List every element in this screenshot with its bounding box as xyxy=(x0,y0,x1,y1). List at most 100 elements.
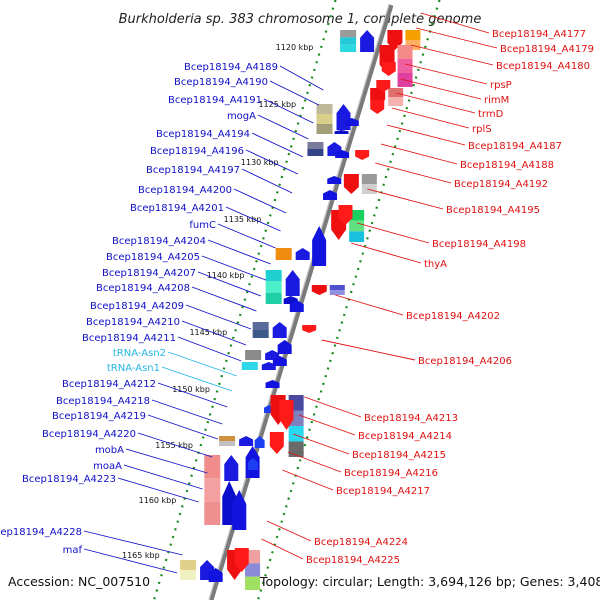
gene-label-right: Bcep18194_A4215 xyxy=(352,450,446,461)
label-connector xyxy=(257,114,309,140)
forward-gene-block xyxy=(275,248,292,260)
reverse-gene-block xyxy=(349,231,365,242)
gene-label-left: Bcep18194_A4228 xyxy=(0,527,82,538)
gene-label-left: moaA xyxy=(93,461,122,472)
label-connector xyxy=(245,149,299,175)
gene-label-right: Bcep18194_A4188 xyxy=(460,160,554,171)
kbp-tick-label: 1150 kbp xyxy=(172,385,210,394)
label-connector xyxy=(279,65,324,91)
gene-label-right: Bcep18194_A4179 xyxy=(500,44,594,55)
label-connector xyxy=(123,464,203,490)
label-connector xyxy=(405,63,488,85)
label-connector xyxy=(386,124,466,146)
gene-label-right: Bcep18194_A4198 xyxy=(432,239,526,250)
forward-gene-arrow xyxy=(334,130,349,134)
label-connector xyxy=(167,351,237,377)
trna-label: tRNA-Asn2 xyxy=(113,348,166,359)
gene-label-left: mobA xyxy=(95,445,124,456)
forward-gene-block xyxy=(340,44,357,52)
gene-label-right: rimM xyxy=(484,95,509,106)
reverse-gene-arrow xyxy=(370,100,385,114)
reverse-gene-block xyxy=(405,30,421,40)
reverse-gene-block xyxy=(405,40,421,50)
gene-label-right: Bcep18194_A4202 xyxy=(406,311,500,322)
kbp-tick-label: 1155 kbp xyxy=(155,441,193,450)
label-connector xyxy=(125,448,208,474)
label-connector xyxy=(225,206,281,232)
gene-label-right: Bcep18194_A4180 xyxy=(496,61,590,72)
forward-gene-arrow xyxy=(208,568,223,582)
forward-gene-block xyxy=(265,270,282,282)
inner-left-dots xyxy=(152,0,337,600)
reverse-gene-block xyxy=(329,285,345,290)
label-connector xyxy=(415,27,498,49)
label-connector xyxy=(321,339,416,361)
reverse-gene-arrow xyxy=(338,205,353,225)
forward-gene-block xyxy=(252,322,269,330)
gene-label-right: Bcep18194_A4192 xyxy=(454,179,548,190)
forward-gene-block xyxy=(204,478,221,502)
kbp-tick-label: 1135 kbp xyxy=(224,215,262,224)
gene-label-right: Bcep18194_A4216 xyxy=(344,468,438,479)
tick-dot-lines xyxy=(152,0,441,600)
gene-label-right: Bcep18194_A4195 xyxy=(446,205,540,216)
forward-gene-arrow xyxy=(335,150,350,158)
right-gene-labels: Bcep18194_A4177Bcep18194_A4179Bcep18194_… xyxy=(306,29,594,566)
gene-features xyxy=(180,30,421,590)
gene-label-right: Bcep18194_A4187 xyxy=(468,141,562,152)
reverse-gene-arrow xyxy=(311,285,327,295)
gene-label-left: maf xyxy=(63,545,83,556)
label-connector xyxy=(137,432,213,458)
reverse-gene-block xyxy=(397,59,413,73)
forward-gene-arrow xyxy=(285,270,300,296)
trna-label: tRNA-Asn1 xyxy=(107,363,160,374)
forward-gene-block xyxy=(340,30,357,38)
label-connector xyxy=(181,320,247,346)
forward-gene-block xyxy=(204,501,221,525)
gene-label-left: mogA xyxy=(227,111,256,122)
reverse-gene-block xyxy=(388,97,404,106)
gene-label-left: Bcep18194_A4200 xyxy=(138,185,232,196)
gene-label-left: Bcep18194_A4194 xyxy=(156,129,250,140)
left-label-connectors xyxy=(83,65,324,574)
forward-gene-block xyxy=(265,281,282,293)
forward-gene-block xyxy=(316,114,333,124)
forward-gene-arrow xyxy=(277,340,292,354)
forward-gene-block xyxy=(307,149,324,156)
forward-gene-block xyxy=(316,104,333,114)
outer-right-dots xyxy=(256,0,441,600)
forward-gene-block xyxy=(307,142,324,149)
right-label-connectors xyxy=(261,12,498,560)
forward-gene-block xyxy=(241,362,258,370)
label-connector xyxy=(287,451,342,473)
gene-label-left: Bcep18194_A4209 xyxy=(90,301,184,312)
reverse-gene-block xyxy=(288,426,304,442)
forward-gene-arrow xyxy=(289,300,304,312)
forward-gene-block xyxy=(219,441,236,446)
forward-gene-block xyxy=(245,350,262,360)
forward-gene-block xyxy=(180,560,197,570)
forward-gene-arrow xyxy=(265,350,280,360)
gene-label-right: Bcep18194_A4224 xyxy=(314,537,408,548)
forward-gene-arrow xyxy=(261,362,276,370)
label-connector xyxy=(400,78,482,100)
gene-label-left: Bcep18194_A4223 xyxy=(22,474,116,485)
map-title: Burkholderia sp. 383 chromosome 1, compl… xyxy=(119,12,482,27)
forward-gene-block xyxy=(252,330,269,338)
accession-text: Accession: NC_007510 xyxy=(8,574,150,589)
label-connector xyxy=(147,414,218,440)
gene-label-right: Bcep18194_A4206 xyxy=(418,356,512,367)
label-connector xyxy=(157,382,228,408)
label-connector xyxy=(391,107,470,129)
gene-label-left: Bcep18194_A4220 xyxy=(42,429,136,440)
label-connector xyxy=(241,168,293,194)
forward-gene-arrow xyxy=(254,436,265,448)
forward-gene-arrow xyxy=(272,322,287,338)
reverse-gene-arrow xyxy=(234,548,249,572)
reverse-gene-block xyxy=(349,210,365,221)
reverse-gene-block xyxy=(361,184,377,194)
forward-gene-arrow xyxy=(323,190,338,200)
gene-label-left: Bcep18194_A4208 xyxy=(96,283,190,294)
reverse-gene-block xyxy=(245,563,261,577)
label-connector xyxy=(83,530,183,556)
